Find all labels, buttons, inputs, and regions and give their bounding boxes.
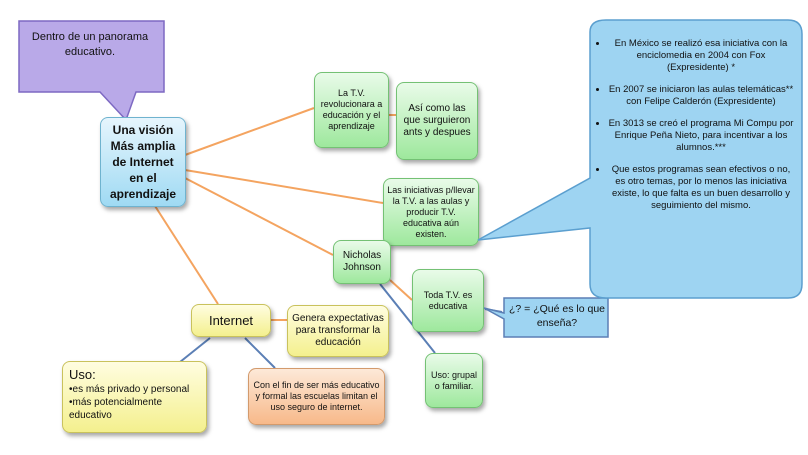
facts-callout: En México se realizó esa iniciativa con … [594,38,794,222]
panorama-callout-shape [18,20,165,122]
connector-central-internet [154,205,219,305]
node-tv-revolucion: La T.V. revolucionara a educación y el a… [314,72,389,148]
fact-item-aulas: En 2007 se iniciaron las aulas telemátic… [608,84,794,108]
connector-central-nicholas [184,177,334,256]
connector-internet-fin [244,337,276,369]
node-iniciativas: Las iniciativas p/llevar la T.V. a las a… [383,178,479,246]
node-fin-educativo: Con el fin de ser más educativo y formal… [248,368,385,425]
fact-item-micompu: En 3013 se creó el programa Mi Compu por… [608,118,794,154]
node-uso: Uso: •es más privado y personal •más pot… [62,361,207,433]
question-callout-shape [483,297,609,338]
connector-central-iniciativas [184,169,384,204]
uso-item: •es más privado y personal [69,384,190,395]
node-surgieron: Así como las que surguieron ants y despu… [396,82,478,160]
question-callout-text: ¿? = ¿Qué es lo que enseña? [508,303,605,329]
panorama-callout-text: Dentro de un panorama educativo. [31,31,149,58]
node-nicholas: Nicholas Johnson [333,240,391,284]
node-uso-grupal: Uso: grupal o familiar. [425,353,483,408]
node-toda-tv: Toda T.V. es educativa [412,269,484,332]
fact-item-conclusion: Que estos programas sean efectivos o no,… [608,164,794,212]
fact-item-enciclomedia: En México se realizó esa iniciativa con … [608,38,794,74]
connector-nicholas-toda [389,279,413,301]
facts-callout-shape [477,19,803,299]
facts-list: En México se realizó esa iniciativa con … [594,38,794,212]
uso-item: •más potencialmente educativo [69,397,163,421]
uso-item-privado: es más privado y personal [72,384,190,395]
node-expectativas: Genera expectativas para transformar la … [287,305,389,357]
connector-central-tv [184,107,315,156]
uso-title: Uso: [69,367,96,382]
central-node: Una visión Más amplia de Internet en el … [100,117,186,207]
uso-item-educativo: más potencialmente educativo [69,397,163,421]
connector-internet-uso [179,337,211,363]
connector-nicholas-grupal [379,283,436,354]
node-internet: Internet [191,304,271,337]
